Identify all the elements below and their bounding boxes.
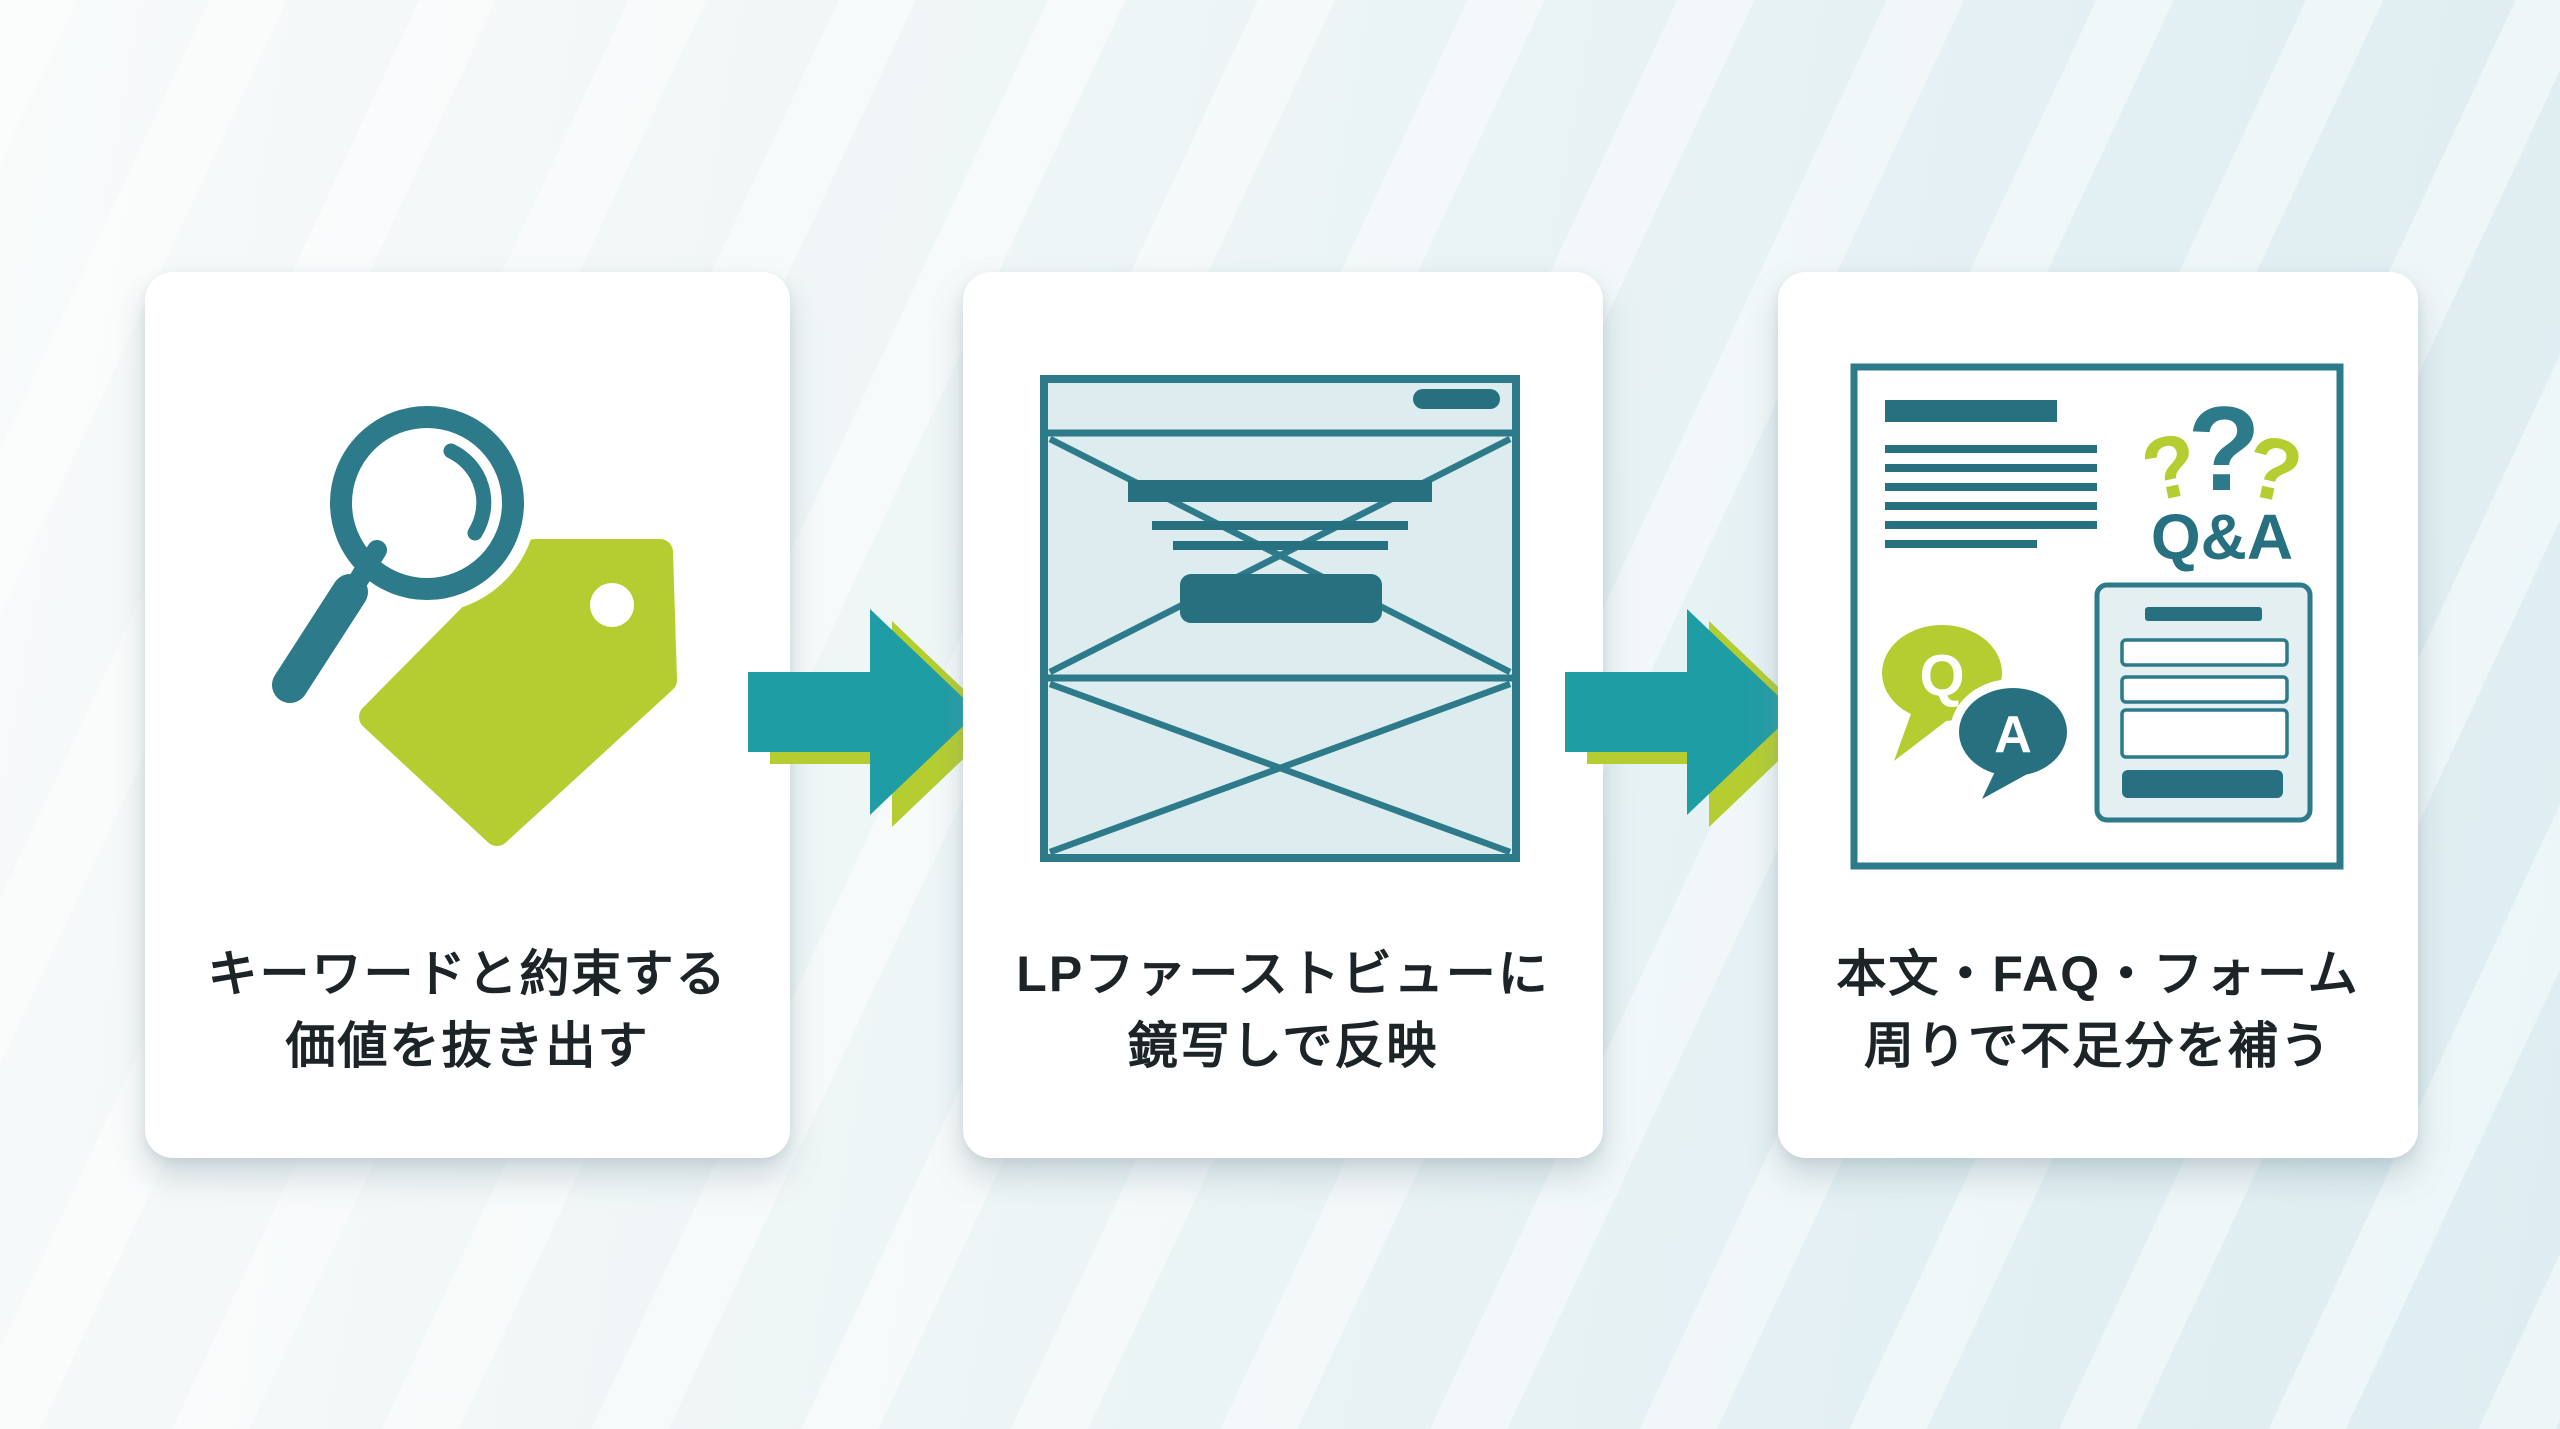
arrow-body (748, 609, 978, 815)
step-card-faq-form: ? ? ? Q&A Q A (1778, 272, 2418, 1158)
text-line (1173, 541, 1388, 550)
headline-bar (1128, 480, 1432, 502)
step-caption-1: キーワードと約束する 価値を抜き出す (145, 938, 790, 1082)
magnifier-and-price-tag-icon (263, 393, 677, 846)
arrow-body (1565, 609, 1795, 815)
price-tag-icon (359, 539, 677, 846)
step-caption-3: 本文・FAQ・フォーム 周りで不足分を補う (1778, 938, 2418, 1082)
caption-line: 本文・FAQ・フォーム (1836, 946, 2360, 1002)
magnifier-icon (263, 393, 537, 712)
arrow-right-icon (748, 609, 1000, 827)
step-caption-2: LPファーストビューに 鏡写しで反映 (963, 938, 1603, 1082)
caption-line: LPファーストビューに (1016, 946, 1550, 1002)
question-mark-icon: ? (2187, 382, 2260, 516)
magnifier-handle (272, 574, 368, 703)
tag-hole (590, 583, 634, 627)
a-bubble-icon: A (1950, 679, 2076, 809)
placeholder-cross-lines (1048, 436, 1512, 856)
text-line (1152, 521, 1408, 530)
lp-wireframe-icon (1040, 375, 1520, 862)
form-textarea (2120, 708, 2289, 759)
step-card-extract-keywords: キーワードと約束する 価値を抜き出す (145, 272, 790, 1158)
a-bubble-letter: A (1994, 706, 2032, 764)
step-card-lp-firstview: LPファーストビューに 鏡写しで反映 (963, 272, 1603, 1158)
qa-label: Q&A (2151, 501, 2293, 573)
caption-line: キーワードと約束する (207, 946, 728, 1002)
caption-line: 価値を抜き出す (285, 1018, 650, 1074)
form-input (2120, 638, 2289, 667)
form-icon (2094, 582, 2313, 823)
caption-line: 鏡写しで反映 (1127, 1018, 1439, 1074)
q-bubble-letter: Q (1919, 644, 1964, 709)
form-input (2120, 675, 2289, 704)
header-button (1413, 389, 1500, 409)
cta-button (1180, 574, 1382, 623)
body-text-block (1885, 400, 2097, 548)
document-faq-form-icon: ? ? ? Q&A Q A (1850, 363, 2344, 870)
form-submit-bar (2122, 770, 2283, 798)
form-title-bar (2145, 607, 2262, 621)
caption-line: 周りで不足分を補う (1864, 1018, 2332, 1074)
arrow-right-icon (1565, 609, 1817, 827)
lens-highlight-arc (443, 443, 492, 541)
